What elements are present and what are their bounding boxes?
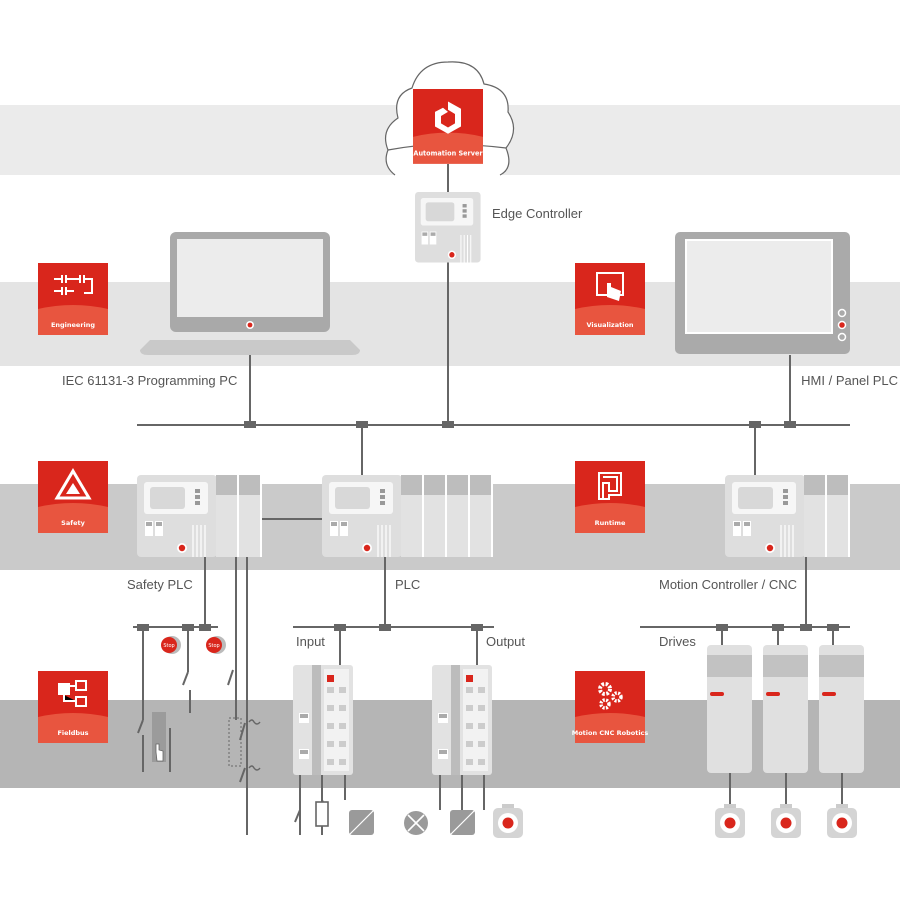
hexagon-cube-icon bbox=[435, 101, 461, 134]
motion-controller-label: Motion Controller / CNC bbox=[659, 577, 797, 592]
network-tree-icon bbox=[58, 680, 87, 707]
svg-text:Visualization: Visualization bbox=[586, 321, 633, 329]
tile-safety[interactable]: Safety bbox=[38, 461, 108, 533]
output-module[interactable] bbox=[432, 665, 492, 775]
tile-fieldbus[interactable]: Fieldbus bbox=[38, 671, 108, 743]
svg-text:Motion CNC Robotics: Motion CNC Robotics bbox=[572, 729, 649, 737]
drive-1[interactable] bbox=[707, 645, 752, 838]
plc[interactable] bbox=[321, 474, 493, 558]
motion-controller[interactable] bbox=[724, 474, 850, 558]
svg-text:Safety: Safety bbox=[61, 519, 85, 527]
drive-3[interactable] bbox=[819, 645, 864, 838]
tile-motion[interactable]: Motion CNC Robotics bbox=[572, 671, 649, 743]
svg-text:Runtime: Runtime bbox=[595, 519, 626, 527]
plc-label: PLC bbox=[395, 577, 420, 592]
output-label: Output bbox=[486, 634, 525, 649]
stop-button-1: Stop bbox=[161, 636, 181, 654]
hmi-label: HMI / Panel PLC bbox=[801, 373, 898, 388]
svg-text:Engineering: Engineering bbox=[51, 321, 95, 329]
gears-icon bbox=[598, 682, 623, 710]
programming-pc-label: IEC 61131-3 Programming PC bbox=[62, 373, 237, 388]
spiral-square-icon bbox=[598, 472, 622, 500]
motor-icon bbox=[493, 804, 523, 838]
svg-text:Fieldbus: Fieldbus bbox=[57, 729, 88, 737]
input-module[interactable] bbox=[293, 665, 353, 775]
svg-text:Stop: Stop bbox=[208, 643, 219, 649]
drives-label: Drives bbox=[659, 634, 696, 649]
safety-field-devices: Stop Stop bbox=[137, 636, 261, 783]
safety-plc-label: Safety PLC bbox=[127, 577, 193, 592]
hand-icon bbox=[155, 743, 164, 762]
safety-plc[interactable] bbox=[136, 474, 262, 558]
tile-engineering[interactable]: Engineering bbox=[38, 263, 108, 335]
stop-button-2: Stop bbox=[206, 636, 226, 654]
tile-runtime[interactable]: Runtime bbox=[575, 461, 645, 533]
potentiometer-icon bbox=[315, 801, 329, 827]
touch-screen-icon bbox=[596, 272, 624, 301]
light-curtain-icon bbox=[152, 712, 166, 762]
programming-pc-laptop[interactable] bbox=[140, 232, 360, 355]
io-field-devices bbox=[294, 799, 523, 838]
bus-connectors bbox=[137, 421, 839, 631]
hmi-panel[interactable] bbox=[675, 232, 850, 354]
tile-automation-server[interactable]: Automation Server bbox=[413, 89, 483, 164]
edge-controller-label: Edge Controller bbox=[492, 206, 583, 221]
svg-text:Automation Server: Automation Server bbox=[413, 149, 483, 157]
ladder-logic-icon bbox=[54, 275, 93, 295]
svg-text:Stop: Stop bbox=[163, 643, 174, 649]
edge-controller[interactable] bbox=[414, 191, 482, 264]
tile-visualization[interactable]: Visualization bbox=[575, 263, 645, 335]
drive-2[interactable] bbox=[763, 645, 808, 838]
input-label: Input bbox=[296, 634, 325, 649]
warning-triangle-icon bbox=[54, 468, 92, 500]
